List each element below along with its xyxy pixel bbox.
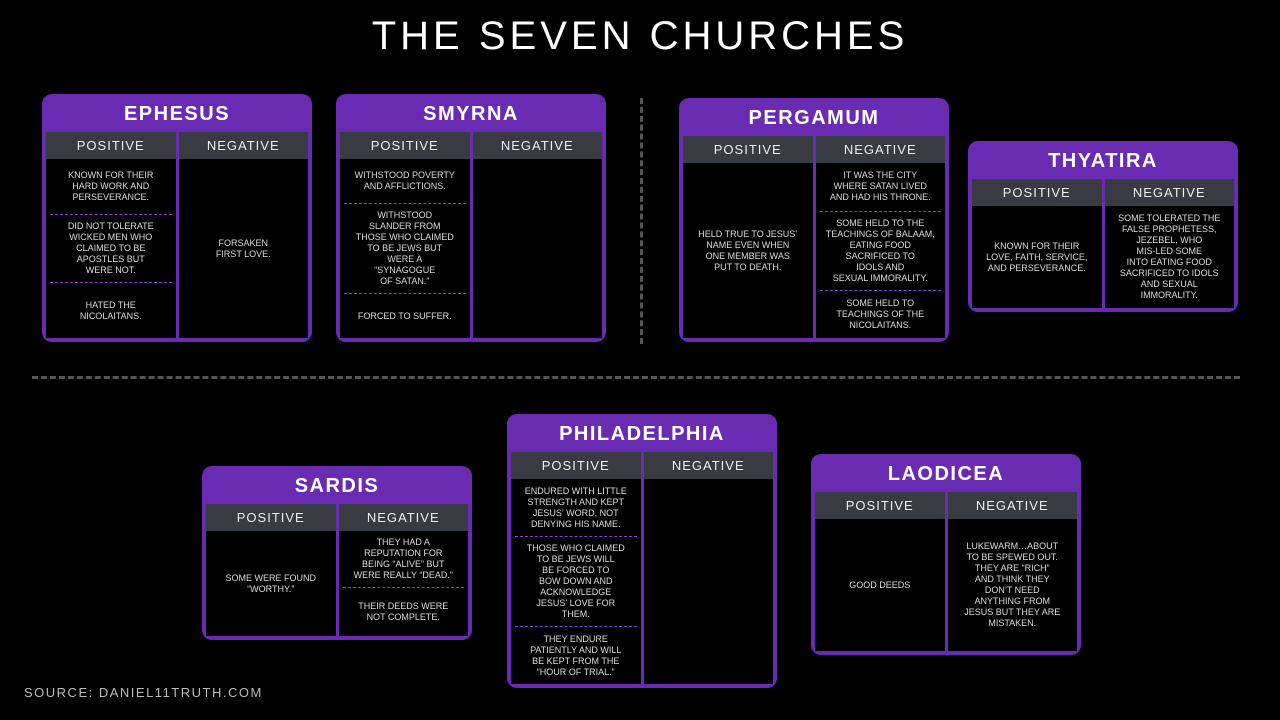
- positive-column: POSITIVE GOOD DEEDS: [815, 492, 945, 651]
- church-card-philadelphia: PHILADELPHIA POSITIVE ENDURED WITH LITTLE …: [507, 414, 777, 688]
- positive-entry: GOOD DEEDS: [849, 579, 911, 590]
- columns: POSITIVE ENDURED WITH LITTLE STRENGTH AND…: [511, 452, 773, 684]
- positive-header: POSITIVE: [46, 132, 176, 159]
- positive-header: POSITIVE: [206, 504, 336, 531]
- positive-list: HELD TRUE TO JESUS’ NAME EVEN WHEN ONE M…: [683, 163, 813, 338]
- negative-entry: IT WAS THE CITY WHERE SATAN LIVED AND HA…: [829, 170, 931, 203]
- negative-entry: THEIR DEEDS WERE NOT COMPLETE.: [342, 587, 464, 636]
- positive-entry: DID NOT TOLERATE WICKED MEN WHO CLAIMED …: [50, 214, 172, 282]
- vertical-divider: [640, 98, 643, 344]
- positive-list: KNOWN FOR THEIR HARD WORK AND PERSEVERAN…: [46, 159, 176, 338]
- columns: POSITIVE HELD TRUE TO JESUS’ NAME EVEN WH…: [683, 136, 945, 338]
- negative-header: NEGATIVE: [947, 492, 1077, 519]
- church-name: PERGAMUM: [748, 107, 880, 129]
- church-card-laodicea: LAODICEA POSITIVE GOOD DEEDS NEGATIVE LUKEWA…: [811, 454, 1081, 655]
- positive-header: POSITIVE: [972, 179, 1102, 206]
- columns: POSITIVE SOME WERE FOUND “WORTHY.” NEGATIV…: [206, 504, 468, 636]
- negative-column: NEGATIVE LUKEWARM…ABOUT TO BE SPEWED OUT.…: [947, 492, 1077, 651]
- negative-entry: SOME HELD TO TEACHINGS OF THE NICOLAITAN…: [819, 289, 941, 339]
- negative-list: [643, 479, 773, 684]
- negative-header: NEGATIVE: [472, 132, 602, 159]
- positive-entry: HATED THE NICOLAITANS.: [50, 282, 172, 338]
- negative-list: [472, 159, 602, 338]
- negative-header: NEGATIVE: [643, 452, 773, 479]
- columns: POSITIVE KNOWN FOR THEIR LOVE, FAITH, SER…: [972, 179, 1234, 308]
- negative-column: NEGATIVE SOME TOLERATED THE FALSE PROPHET…: [1104, 179, 1234, 308]
- church-card-sardis: SARDIS POSITIVE SOME WERE FOUND “WORTHY.” N…: [202, 466, 472, 640]
- negative-column: NEGATIVE IT WAS THE CITY WHERE SATAN LIVE…: [815, 136, 945, 339]
- positive-column: POSITIVE HELD TRUE TO JESUS’ NAME EVEN WH…: [683, 136, 813, 338]
- positive-entry: HELD TRUE TO JESUS’ NAME EVEN WHEN ONE M…: [698, 228, 798, 272]
- positive-list: GOOD DEEDS: [815, 519, 945, 651]
- negative-header: NEGATIVE: [815, 136, 945, 163]
- positive-header: POSITIVE: [683, 136, 813, 163]
- negative-entry: SOME HELD TO THE TEACHINGS OF BALAAM, EA…: [819, 210, 941, 290]
- positive-entry: FORCED TO SUFFER.: [344, 293, 466, 338]
- negative-list: THEY HAD A REPUTATION FOR BEING “ALIVE” …: [338, 531, 468, 636]
- positive-list: SOME WERE FOUND “WORTHY.”: [206, 531, 336, 636]
- page-title: THE SEVEN CHURCHES: [371, 14, 909, 58]
- negative-list: IT WAS THE CITY WHERE SATAN LIVED AND HA…: [815, 163, 945, 339]
- negative-column: NEGATIVE FORSAKEN FIRST LOVE.: [178, 132, 308, 338]
- negative-list: LUKEWARM…ABOUT TO BE SPEWED OUT. THEY AR…: [947, 519, 1077, 651]
- negative-list: SOME TOLERATED THE FALSE PROPHETESS, JEZ…: [1104, 206, 1234, 308]
- negative-column: NEGATIVE: [472, 132, 602, 338]
- positive-list: ENDURED WITH LITTLE STRENGTH AND KEPT JE…: [511, 479, 641, 684]
- positive-list: KNOWN FOR THEIR LOVE, FAITH, SERVICE, AN…: [972, 206, 1102, 308]
- positive-header: POSITIVE: [511, 452, 641, 479]
- church-card-pergamum: PERGAMUM POSITIVE HELD TRUE TO JESUS’ NAME…: [679, 98, 949, 342]
- horizontal-divider: [32, 376, 1240, 379]
- positive-column: POSITIVE KNOWN FOR THEIR HARD WORK AND PE…: [46, 132, 176, 338]
- negative-column: NEGATIVE: [643, 452, 773, 684]
- negative-entry: SOME TOLERATED THE FALSE PROPHETESS, JEZ…: [1118, 213, 1221, 300]
- positive-entry: KNOWN FOR THEIR LOVE, FAITH, SERVICE, AN…: [986, 240, 1088, 273]
- positive-entry: SOME WERE FOUND “WORTHY.”: [225, 572, 316, 594]
- positive-column: POSITIVE SOME WERE FOUND “WORTHY.”: [206, 504, 336, 636]
- church-name: SARDIS: [294, 475, 380, 497]
- church-name: SMYRNA: [423, 103, 519, 125]
- church-name: PHILADELPHIA: [559, 423, 725, 445]
- church-name: LAODICEA: [887, 463, 1005, 485]
- church-card-ephesus: EPHESUS POSITIVE KNOWN FOR THEIR HARD WORK…: [42, 94, 312, 342]
- negative-header: NEGATIVE: [1104, 179, 1234, 206]
- positive-entry: WITHSTOOD POVERTY AND AFFLICTIONS.: [354, 170, 455, 191]
- positive-entry: ENDURED WITH LITTLE STRENGTH AND KEPT JE…: [524, 485, 627, 529]
- negative-entry: THEY HAD A REPUTATION FOR BEING “ALIVE” …: [353, 537, 453, 580]
- positive-header: POSITIVE: [340, 132, 470, 159]
- positive-list: WITHSTOOD POVERTY AND AFFLICTIONS. WITHST…: [340, 159, 470, 338]
- positive-column: POSITIVE ENDURED WITH LITTLE STRENGTH AND…: [511, 452, 641, 684]
- negative-header: NEGATIVE: [338, 504, 468, 531]
- church-name: EPHESUS: [123, 103, 231, 125]
- positive-header: POSITIVE: [815, 492, 945, 519]
- negative-list: FORSAKEN FIRST LOVE.: [178, 159, 308, 338]
- positive-entry: THEY ENDURE PATIENTLY AND WILL BE KEPT F…: [515, 626, 637, 684]
- source-credit: SOURCE: DANIEL11TRUTH.COM: [24, 685, 263, 700]
- negative-entry: FORSAKEN FIRST LOVE.: [215, 237, 271, 259]
- church-name: THYATIRA: [1048, 150, 1158, 172]
- church-card-thyatira: THYATIRA POSITIVE KNOWN FOR THEIR LOVE, FA…: [968, 141, 1238, 312]
- negative-entry: LUKEWARM…ABOUT TO BE SPEWED OUT. THEY AR…: [964, 541, 1061, 628]
- positive-entry: KNOWN FOR THEIR HARD WORK AND PERSEVERAN…: [68, 170, 154, 202]
- positive-entry: WITHSTOOD SLANDER FROM THOSE WHO CLAIMED…: [344, 203, 466, 293]
- positive-entry: THOSE WHO CLAIMED TO BE JEWS WILL BE FOR…: [515, 536, 637, 626]
- negative-column: NEGATIVE THEY HAD A REPUTATION FOR BEING …: [338, 504, 468, 636]
- columns: POSITIVE KNOWN FOR THEIR HARD WORK AND PE…: [46, 132, 308, 338]
- negative-header: NEGATIVE: [178, 132, 308, 159]
- positive-column: POSITIVE KNOWN FOR THEIR LOVE, FAITH, SER…: [972, 179, 1102, 308]
- columns: POSITIVE GOOD DEEDS NEGATIVE LUKEWARM…ABOUT…: [815, 492, 1077, 651]
